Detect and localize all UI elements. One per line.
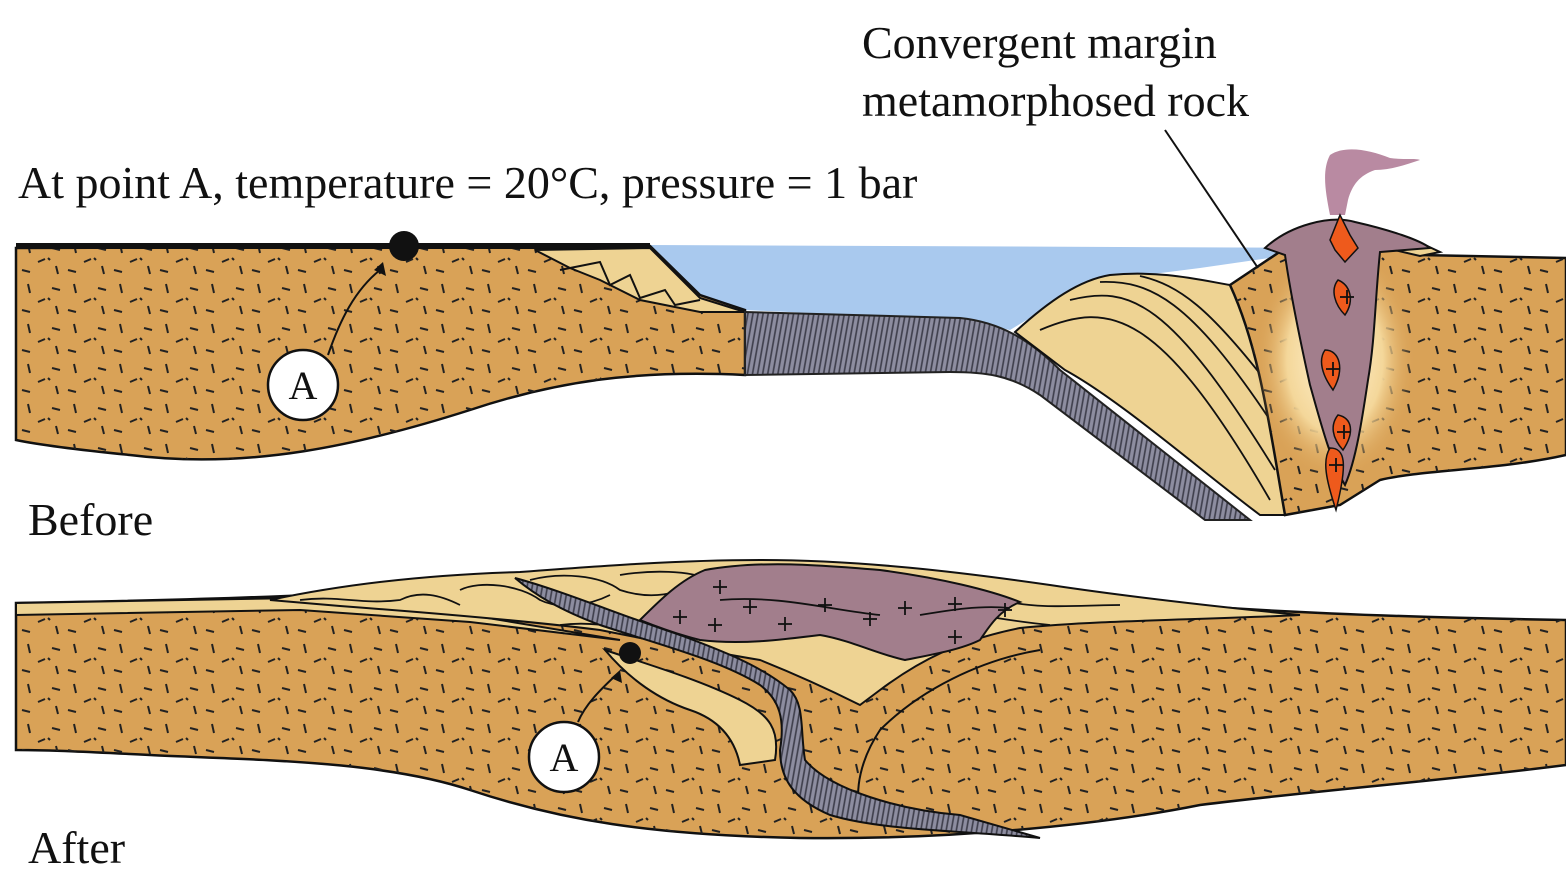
convergent-margin-line2: metamorphosed rock — [862, 72, 1249, 130]
point-a-dot-before — [389, 231, 419, 261]
convergent-margin-line1: Convergent margin — [862, 14, 1249, 72]
convergent-margin-label: Convergent margin metamorphosed rock — [862, 14, 1249, 130]
after-panel-label: After — [28, 825, 125, 871]
after-cross-section: A — [16, 560, 1566, 838]
before-panel-label: Before — [28, 497, 153, 543]
volcanic-plume — [1325, 149, 1420, 215]
point-a-dot-after — [619, 642, 641, 664]
point-a-annotation: At point A, temperature = 20°C, pressure… — [18, 160, 917, 206]
point-a-label-after: A — [550, 735, 579, 780]
point-a-label-before: A — [289, 363, 318, 408]
